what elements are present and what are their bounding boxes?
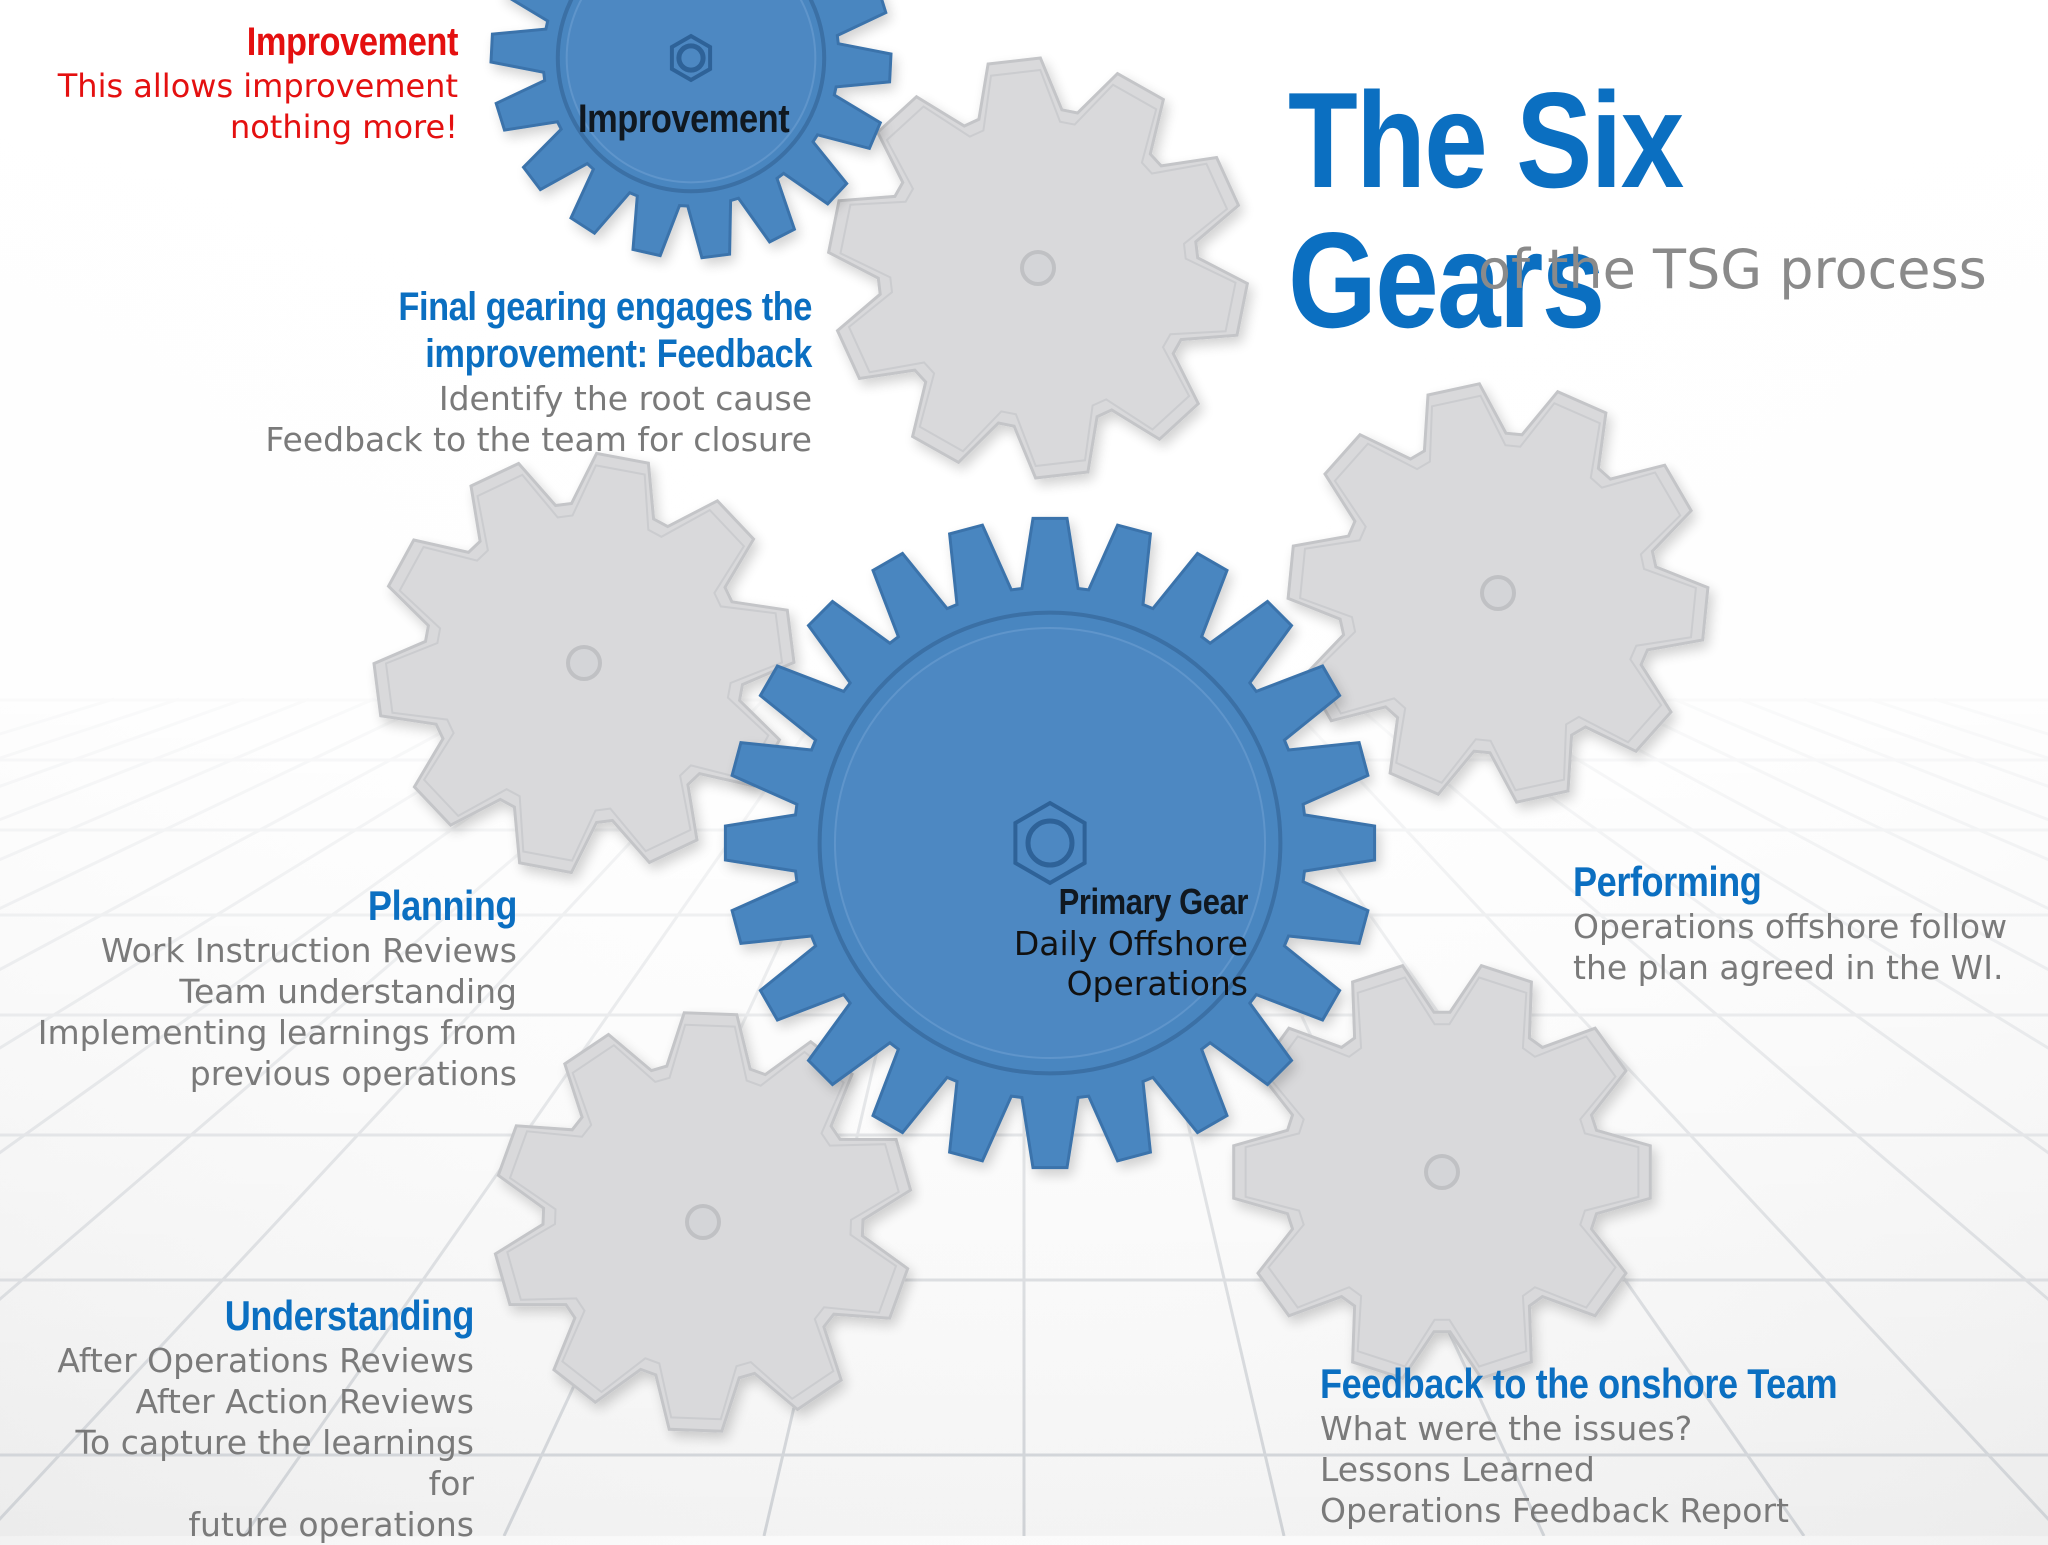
performing-line: Operations offshore follow — [1573, 907, 2008, 946]
improvement-note-line: This allows improvement — [57, 67, 458, 105]
feedback-block-line: Feedback to the team for closure — [265, 420, 812, 459]
understanding-line: After Action Reviews — [135, 1382, 474, 1421]
improvement-note-heading: Improvement — [246, 20, 459, 64]
improvement-note-line: nothing more! — [229, 108, 458, 146]
primary-gear-heading: Primary Gear — [1058, 881, 1249, 922]
feedback-onshore-line: Operations Feedback Report — [1320, 1491, 1789, 1530]
planning-line: Team understanding — [179, 972, 517, 1011]
feedback-onshore-line: Lessons Learned — [1320, 1450, 1595, 1489]
performing-heading: Performing — [1573, 858, 1762, 905]
planning-line: previous operations — [189, 1054, 517, 1093]
gear-grey-right — [1286, 382, 1710, 804]
performing-line: the plan agreed in the WI. — [1573, 948, 2004, 987]
top-gear-label: Improvement — [578, 97, 790, 141]
feedback-onshore-block: Feedback to the onshore Team What were t… — [1320, 1360, 1940, 1531]
feedback-block: Final gearing engages the improvement: F… — [240, 284, 812, 460]
gear-grey-top-right — [826, 56, 1250, 480]
understanding-line: To capture the learnings for — [75, 1423, 475, 1503]
feedback-block-heading: improvement: Feedback — [425, 332, 812, 376]
feedback-block-line: Identify the root cause — [438, 379, 812, 418]
understanding-line: future operations — [188, 1505, 474, 1544]
gear-blue-top — [489, 0, 893, 260]
planning-heading: Planning — [367, 882, 518, 929]
gear-blue-primary — [723, 516, 1377, 1170]
understanding-block: Understanding After Operations Reviews A… — [20, 1292, 474, 1545]
page-title: The Six Gears — [1288, 64, 1684, 356]
feedback-onshore-heading: Feedback to the onshore Team — [1320, 1360, 1838, 1407]
understanding-line: After Operations Reviews — [57, 1341, 474, 1380]
understanding-heading: Understanding — [224, 1292, 475, 1339]
gear-grey-left — [372, 451, 796, 875]
improvement-note: Improvement This allows improvement noth… — [20, 18, 459, 148]
gear-grey-bottom-right — [1232, 963, 1652, 1381]
performing-block: Performing Operations offshore follow th… — [1573, 858, 2033, 988]
primary-gear-text: Daily Offshore Operations — [1013, 924, 1248, 1003]
feedback-onshore-line: What were the issues? — [1320, 1409, 1693, 1448]
planning-line: Work Instruction Reviews — [100, 931, 517, 970]
feedback-block-heading: Final gearing engages the — [398, 285, 812, 329]
page-subtitle: of the TSG process — [1478, 238, 1987, 301]
planning-block: Planning Work Instruction Reviews Team u… — [30, 882, 518, 1094]
primary-gear-label: Primary Gear Daily Offshore Operations — [838, 880, 1249, 1004]
planning-line: Implementing learnings from — [37, 1013, 517, 1052]
